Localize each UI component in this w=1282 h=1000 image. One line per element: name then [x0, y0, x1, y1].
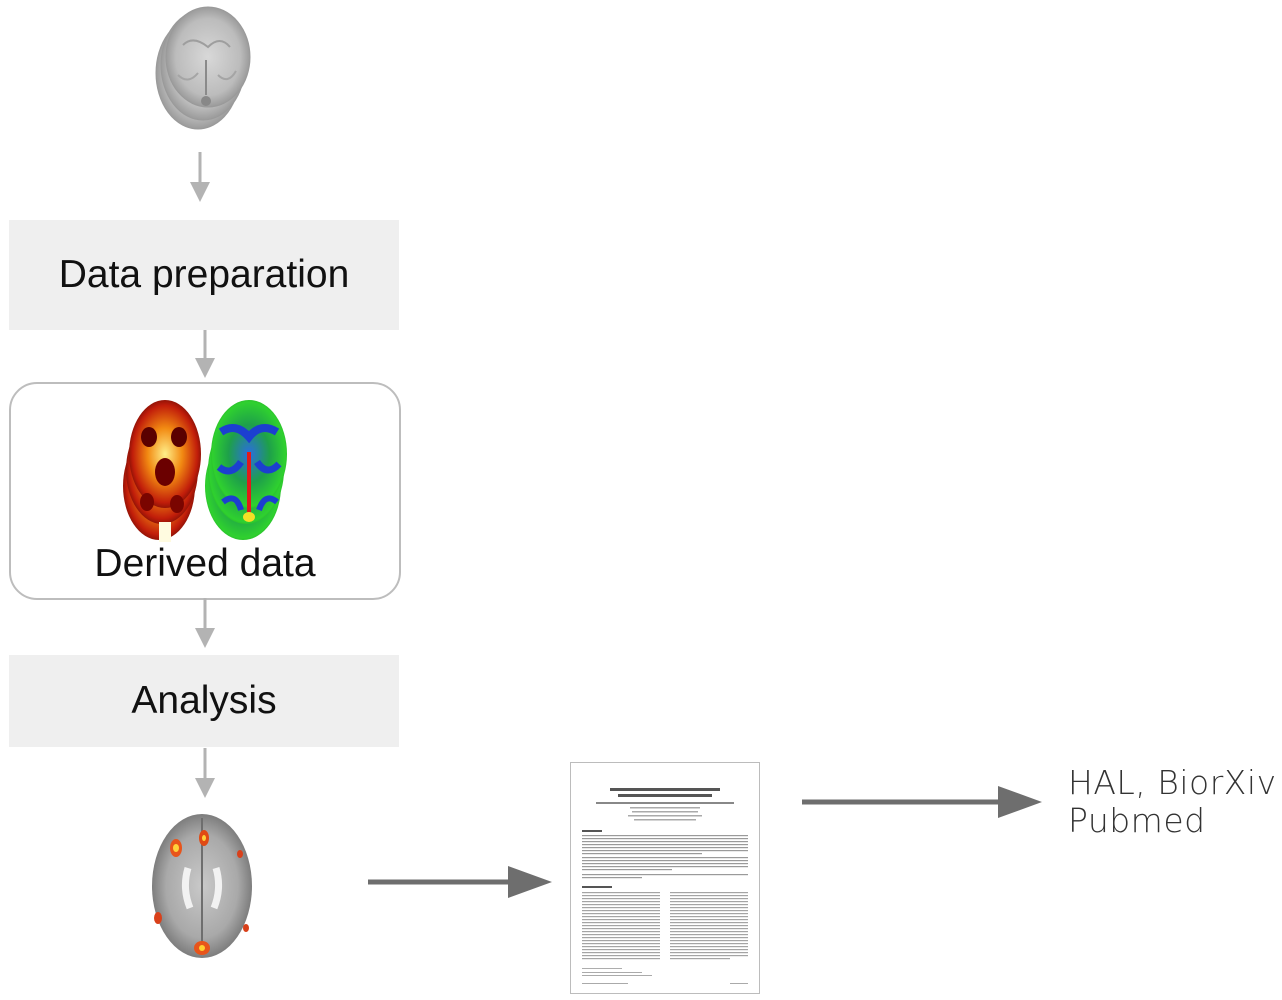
analysis-step: Analysis — [9, 655, 399, 747]
paper-document-icon — [570, 762, 760, 994]
cbf-heatmap-brain-icon — [123, 400, 201, 542]
repositories-label: HAL, BiorXiv Pubmed — [1068, 764, 1277, 840]
flow-arrow-to-paper — [368, 866, 552, 898]
flow-arrow-1 — [190, 152, 210, 202]
activation-map-brain-icon — [152, 814, 252, 958]
flow-arrow-to-repositories — [802, 786, 1042, 818]
flow-arrow-3 — [195, 598, 215, 648]
flow-arrow-4 — [195, 748, 215, 798]
raw-brain-stack-icon — [155, 6, 251, 130]
repositories-line-1: HAL, BiorXiv — [1068, 763, 1277, 802]
repositories-line-2: Pubmed — [1068, 801, 1206, 840]
derived-data-step: Derived data — [9, 382, 401, 600]
flow-arrow-2 — [195, 330, 215, 378]
data-preparation-step: Data preparation — [9, 220, 399, 330]
analysis-label: Analysis — [131, 679, 277, 722]
derived-data-label: Derived data — [94, 542, 316, 585]
data-preparation-label: Data preparation — [58, 253, 350, 296]
cbf-rainbow-brain-icon — [205, 400, 287, 540]
